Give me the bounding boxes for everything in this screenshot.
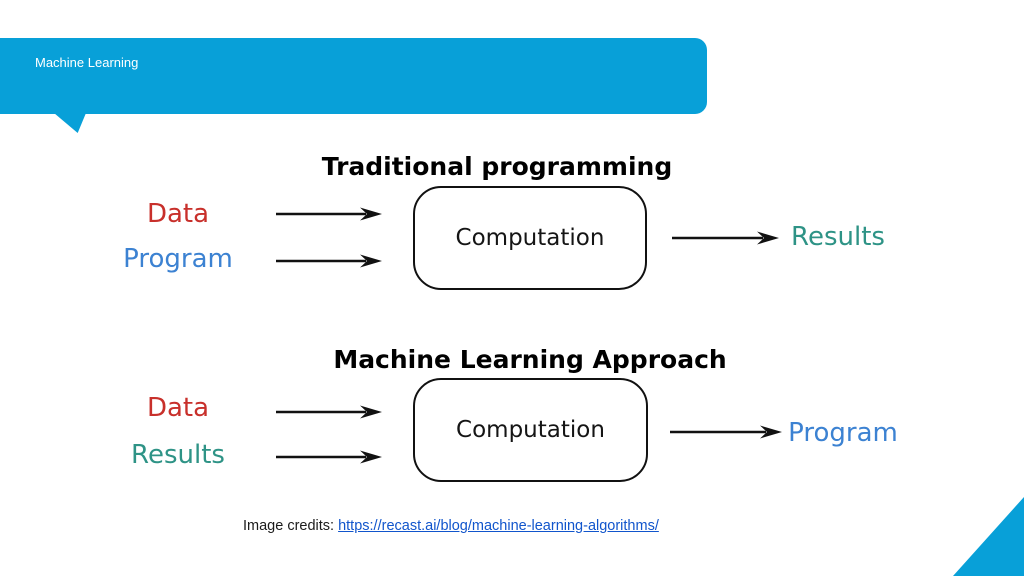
input-label-data: Data <box>146 199 210 229</box>
arrow-icon <box>276 207 382 221</box>
title-banner: Machine Learning <box>0 38 707 114</box>
output-label-results: Results <box>791 222 885 252</box>
arrow-icon <box>672 231 779 245</box>
corner-accent <box>953 497 1024 576</box>
input-label-program: Program <box>123 244 233 274</box>
credits-link[interactable]: https://recast.ai/blog/machine-learning-… <box>338 518 659 534</box>
diagram-title-traditional: Traditional programming <box>321 152 673 181</box>
arrow-icon <box>670 425 782 439</box>
input-label-results: Results <box>131 440 225 470</box>
output-label-program: Program <box>788 418 898 448</box>
input-label-data: Data <box>146 393 210 423</box>
arrow-icon <box>276 405 382 419</box>
diagram-title-ml-approach: Machine Learning Approach <box>333 345 727 374</box>
arrow-icon <box>276 254 382 268</box>
banner-title: Machine Learning <box>35 55 139 70</box>
credits-prefix: Image credits: <box>243 518 339 534</box>
credits: Image credits: https://recast.ai/blog/ma… <box>243 516 659 536</box>
computation-box: Computation <box>413 186 647 290</box>
computation-box-label: Computation <box>455 225 605 251</box>
computation-box-label: Computation <box>456 417 605 443</box>
arrow-icon <box>276 450 382 464</box>
banner-tail <box>54 113 86 133</box>
computation-box: Computation <box>413 378 648 482</box>
